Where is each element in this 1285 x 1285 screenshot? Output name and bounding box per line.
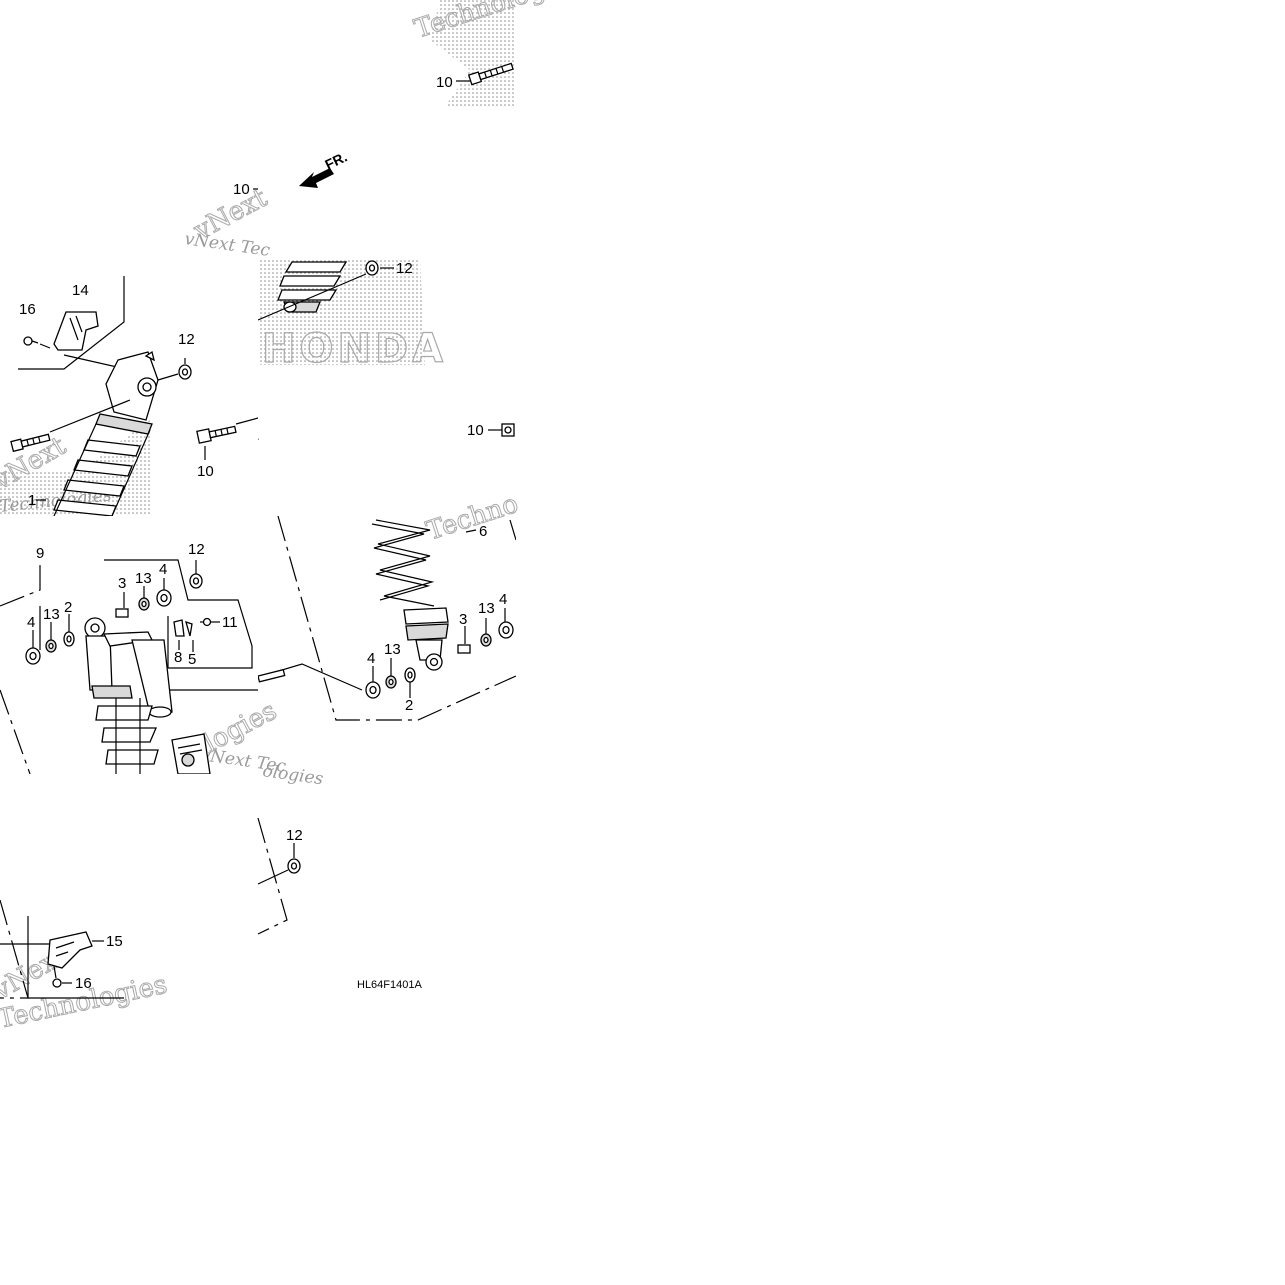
flange-bolt-head-part [501,423,515,437]
bleed-screw-part [200,617,212,627]
front-direction-arrow: FR. [299,148,350,188]
callout-13: 13 [43,606,60,623]
callout-16: 16 [75,975,92,992]
watermark-text: Techno [423,489,522,547]
collar-part [457,644,471,654]
callout-4: 4 [27,614,35,631]
callout-8: 8 [174,649,182,666]
nut-part [365,260,379,276]
callout-4: 4 [499,591,507,608]
callout-2: 2 [405,697,413,714]
washer-part [25,647,41,665]
callout-10: 10 [233,181,250,198]
washer-part [156,589,172,607]
callout-12: 12 [286,827,303,844]
bushing-part [63,631,75,647]
tile-front-shock-lower [258,516,516,721]
callout-4: 4 [367,650,375,667]
flange-bolt-part [467,62,514,86]
callout-13: 13 [384,641,401,658]
dotted-watermark-top [430,0,516,108]
washer-part [365,681,381,699]
callout-12: 12 [188,541,205,558]
nut-part [287,858,301,874]
callout-5: 5 [188,651,196,668]
flange-bolt-part [10,433,51,453]
heat-guard-part [47,931,93,969]
drawing-code: HL64F1401A [357,979,422,991]
screw-part [52,978,62,988]
brand-watermark: HONDA [262,326,447,372]
callout-15: 15 [106,933,123,950]
tile-front-shock-upper [258,260,515,440]
callout-16: 16 [19,301,36,318]
callout-10: 10 [197,463,214,480]
label-plate-part [171,733,211,774]
callout-2: 2 [64,599,72,616]
collar-part [115,608,129,618]
callout-11: 11 [222,614,238,631]
callout-13: 13 [135,570,152,587]
callout-13: 13 [478,600,495,617]
seal-part [385,675,397,689]
heat-guard-part [53,311,99,351]
washer-part [498,621,514,639]
callout-6: 6 [479,523,487,540]
seal-part [45,639,57,653]
nut-part [189,573,203,589]
tile-rear-shock-upper-left [10,276,258,516]
watermark-text: ologies [261,761,324,789]
callout-12: 12 [178,331,195,348]
tile-top-right [456,62,514,86]
reservoir-shock-part [84,617,173,774]
callout-10: 10 [467,422,484,439]
seal-part [138,597,150,611]
spring-coil-part [277,261,348,313]
callout-4: 4 [159,561,167,578]
watermark-layer: Technologies vNext Tec vNext HONDA vNext… [0,0,584,1035]
rear-shock-body-part [53,350,159,516]
callout-3: 3 [118,575,126,592]
callout-9: 9 [36,545,44,562]
callout-12: 12 [396,260,413,277]
callout-3: 3 [459,611,467,628]
lower-area [0,817,301,999]
screw-part [23,336,39,346]
spring-coil-part [371,519,449,671]
front-arrow-label: FR. [322,148,349,172]
bushing-part [404,667,416,683]
callout-14: 14 [72,282,89,299]
callout-10: 10 [436,74,453,91]
callout-layer: 10 10 14 16 12 12 10 10 1 9 12 3 13 4 2 … [19,74,507,992]
seal-part [480,633,492,647]
tile-rear-shock-lower-left [0,559,258,774]
callout-1: 1 [28,492,36,509]
nut-part [178,358,192,380]
clip-part [173,619,193,637]
flange-bolt-part [196,425,237,444]
mounting-bolt-part [258,668,286,683]
